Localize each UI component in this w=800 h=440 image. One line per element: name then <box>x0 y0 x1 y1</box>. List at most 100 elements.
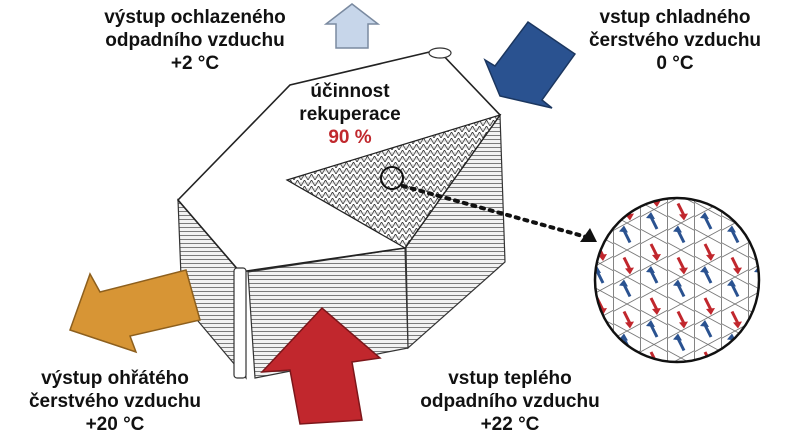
cold-arrowhead-icon <box>595 212 601 219</box>
efficiency-line2: rekuperace <box>299 104 401 125</box>
honeycomb-cell <box>748 316 759 346</box>
magnifier-spot <box>380 166 404 190</box>
honeycomb-cell <box>748 289 759 319</box>
warm-flow-arrow-icon <box>676 202 686 217</box>
cold-flow-arrow-icon <box>703 270 713 284</box>
warm-arrowhead-icon <box>760 362 769 369</box>
label-outlet-fresh: výstup ohřátého čerstvého vzduchu +20 °C <box>0 367 230 436</box>
outlet-fresh-line2: čerstvého vzduchu <box>28 391 202 412</box>
warm-arrowhead-icon <box>652 254 661 261</box>
warm-arrowhead-icon <box>733 213 742 221</box>
warm-arrowhead-icon <box>652 362 661 369</box>
inlet-fresh-line2: čerstvého vzduchu <box>588 30 762 51</box>
cold-arrowhead-icon <box>673 225 682 233</box>
outlet-fresh-temp: +20 °C <box>85 414 145 435</box>
inlet-warm-line1: vstup teplého <box>448 368 572 389</box>
warm-flow-arrow-icon <box>622 310 632 325</box>
warm-arrowhead-icon <box>598 254 607 261</box>
honeycomb-cell <box>748 343 759 362</box>
cold-arrowhead-icon <box>700 212 709 219</box>
warm-arrowhead-icon <box>733 321 742 329</box>
warm-flow-arrow-icon <box>730 202 740 217</box>
corner-post-top <box>428 47 452 59</box>
outlet-exhaust-line2: odpadního vzduchu <box>105 30 285 51</box>
efficiency-line1: účinnost <box>310 81 390 102</box>
cold-arrowhead-icon <box>595 320 601 327</box>
warm-arrowhead-icon <box>760 254 769 261</box>
honeycomb-cell <box>721 357 749 362</box>
warm-flow-arrow-icon <box>622 256 632 271</box>
honeycomb-cell <box>748 235 759 265</box>
inlet-fresh-arrow <box>483 20 577 109</box>
warm-flow-arrow-icon <box>595 351 605 362</box>
warm-arrowhead-icon <box>706 254 715 261</box>
warm-flow-arrow-icon <box>703 297 713 311</box>
warm-flow-arrow-icon <box>595 198 605 203</box>
warm-arrowhead-icon <box>625 376 634 383</box>
efficiency-value: 90 % <box>328 127 372 148</box>
warm-flow-arrow-icon <box>676 256 686 271</box>
cold-arrowhead-icon <box>619 225 628 233</box>
warm-flow-arrow-icon <box>676 310 686 325</box>
cold-arrowhead-icon <box>700 266 709 273</box>
cold-flow-arrow-icon <box>649 324 659 338</box>
warm-arrowhead-icon <box>625 321 634 329</box>
inlet-fresh-temp: 0 °C <box>656 53 694 74</box>
inlet-warm-line2: odpadního vzduchu <box>420 391 600 412</box>
cold-arrowhead-icon <box>727 225 736 233</box>
warm-arrowhead-icon <box>679 376 688 383</box>
warm-flow-arrow-icon <box>757 351 759 362</box>
cold-arrowhead-icon <box>646 266 655 273</box>
cold-flow-arrow-icon <box>676 229 686 244</box>
cold-flow-arrow-icon <box>757 216 759 230</box>
cold-flow-arrow-icon <box>595 270 605 284</box>
cold-flow-arrow-icon <box>649 216 659 230</box>
cold-flow-arrow-icon <box>730 229 740 244</box>
cold-arrowhead-icon <box>754 212 759 219</box>
cold-flow-arrow-icon <box>676 283 686 298</box>
inlet-warm-arrow <box>260 306 382 425</box>
honeycomb-cell <box>748 198 759 211</box>
mesh-cutaway <box>285 113 502 249</box>
cold-flow-arrow-icon <box>622 283 632 298</box>
warm-flow-arrow-icon <box>757 198 759 203</box>
honeycomb-cell <box>595 198 614 211</box>
honeycomb-cell <box>748 208 759 238</box>
flow-arrows <box>69 3 577 425</box>
label-inlet-warm: vstup teplého odpadního vzduchu +22 °C <box>395 367 625 436</box>
magnified-detail <box>593 196 769 383</box>
warm-arrowhead-icon <box>706 308 715 315</box>
cold-arrowhead-icon <box>754 320 759 327</box>
warm-flow-arrow-icon <box>678 366 684 378</box>
warm-flow-arrow-icon <box>757 297 759 311</box>
cold-flow-arrow-icon <box>595 324 605 338</box>
inlet-warm-temp: +22 °C <box>480 414 540 435</box>
warm-flow-arrow-icon <box>732 366 738 378</box>
warm-arrowhead-icon <box>679 213 688 221</box>
outlet-fresh-arrow <box>69 269 201 354</box>
cold-flow-arrow-icon <box>757 324 759 338</box>
warm-arrowhead-icon <box>625 267 634 275</box>
label-efficiency: účinnost rekuperace 90 % <box>275 80 425 149</box>
warm-flow-arrow-icon <box>703 198 713 203</box>
outlet-exhaust-line1: výstup ochlazeného <box>104 7 286 28</box>
warm-arrowhead-icon <box>652 308 661 315</box>
cold-flow-arrow-icon <box>703 216 713 230</box>
cold-arrowhead-icon <box>727 279 736 287</box>
warm-arrowhead-icon <box>679 321 688 329</box>
cold-flow-arrow-icon <box>622 229 632 244</box>
warm-arrowhead-icon <box>679 267 688 275</box>
connector-arrowhead <box>580 228 597 242</box>
cold-arrowhead-icon <box>619 279 628 287</box>
cold-arrowhead-icon <box>700 320 709 327</box>
warm-arrowhead-icon <box>760 200 769 207</box>
label-inlet-fresh: vstup chladného čerstvého vzduchu 0 °C <box>565 6 785 75</box>
honeycomb-cell <box>748 262 759 292</box>
cold-arrowhead-icon <box>646 212 655 219</box>
cold-arrowhead-icon <box>646 320 655 327</box>
cold-arrowhead-icon <box>673 333 682 341</box>
outlet-exhaust-arrow <box>323 3 381 49</box>
warm-arrowhead-icon <box>598 200 607 207</box>
cold-flow-arrow-icon <box>649 270 659 284</box>
